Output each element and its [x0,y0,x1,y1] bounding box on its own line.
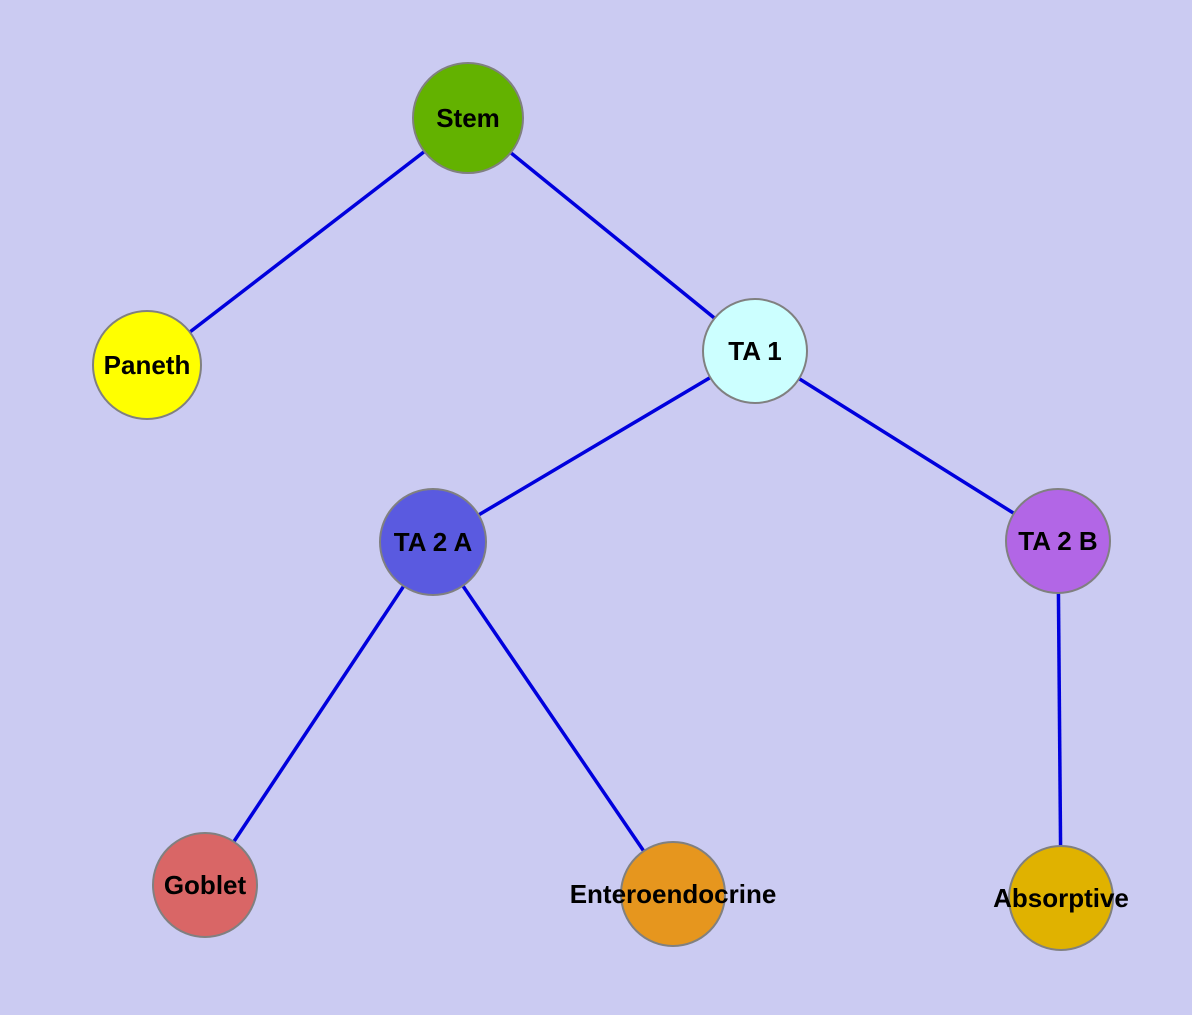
node-circle-paneth[interactable] [92,310,202,420]
node-goblet[interactable]: Goblet [152,832,258,938]
node-paneth[interactable]: Paneth [92,310,202,420]
node-circle-ta-1[interactable] [702,298,808,404]
edge-ta-1-to-ta-2-b [754,349,1059,543]
edge-ta-2-a-to-enteroendocrine [431,541,675,895]
edge-ta-2-a-to-goblet [203,541,435,886]
node-circle-ta-2-a[interactable] [379,488,487,596]
node-circle-stem[interactable] [412,62,524,174]
node-circle-enteroendocrine[interactable] [620,841,726,947]
node-ta-2-b[interactable]: TA 2 B [1005,488,1111,594]
node-stem[interactable]: Stem [412,62,524,174]
node-circle-goblet[interactable] [152,832,258,938]
node-circle-ta-2-b[interactable] [1005,488,1111,594]
node-ta-2-a[interactable]: TA 2 A [379,488,487,596]
edge-stem-to-paneth [145,116,470,367]
node-ta-1[interactable]: TA 1 [702,298,808,404]
edge-ta-2-b-to-absorptive [1056,540,1063,899]
edge-stem-to-ta-1 [466,116,757,353]
canvas-bottom-margin [0,1015,1192,1023]
edge-ta-1-to-ta-2-a [432,349,756,544]
node-circle-absorptive[interactable] [1008,845,1114,951]
